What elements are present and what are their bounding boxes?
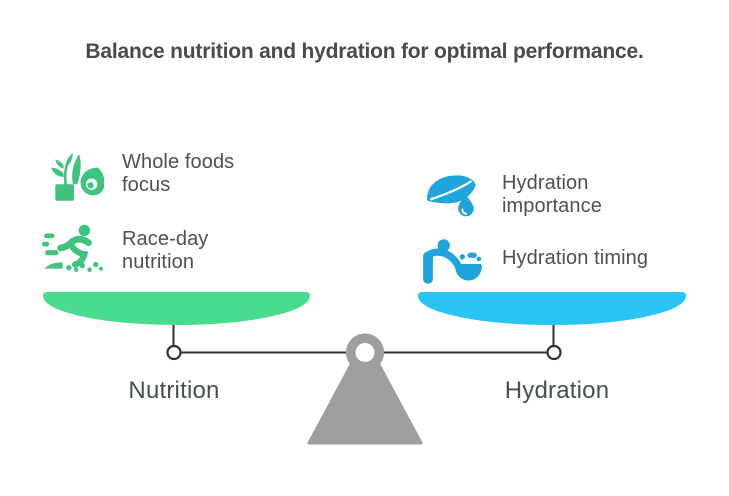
left-pivot-circle — [166, 344, 182, 361]
item-label-whole-foods: Whole foods focus — [122, 151, 235, 196]
scale-fulcrum — [307, 333, 423, 445]
hydration-timing-icon — [420, 236, 484, 290]
hydration-label: Hydration — [504, 377, 610, 404]
right-pivot-circle — [546, 344, 562, 361]
race-day-icon — [42, 222, 104, 274]
hydration-pan — [418, 292, 686, 325]
whole-foods-icon — [46, 152, 104, 204]
hydration-importance-icon — [423, 170, 481, 220]
item-label-hydration-timing: Hydration timing — [502, 247, 649, 269]
fulcrum-hole — [355, 343, 375, 362]
nutrition-label: Nutrition — [128, 377, 220, 404]
balance-scale — [43, 292, 686, 445]
item-label-hydration-importance: Hydration importance — [502, 172, 602, 217]
nutrition-pan — [43, 292, 310, 325]
item-label-race-day: Race-day nutrition — [122, 228, 209, 273]
page-title: Balance nutrition and hydration for opti… — [85, 40, 644, 63]
